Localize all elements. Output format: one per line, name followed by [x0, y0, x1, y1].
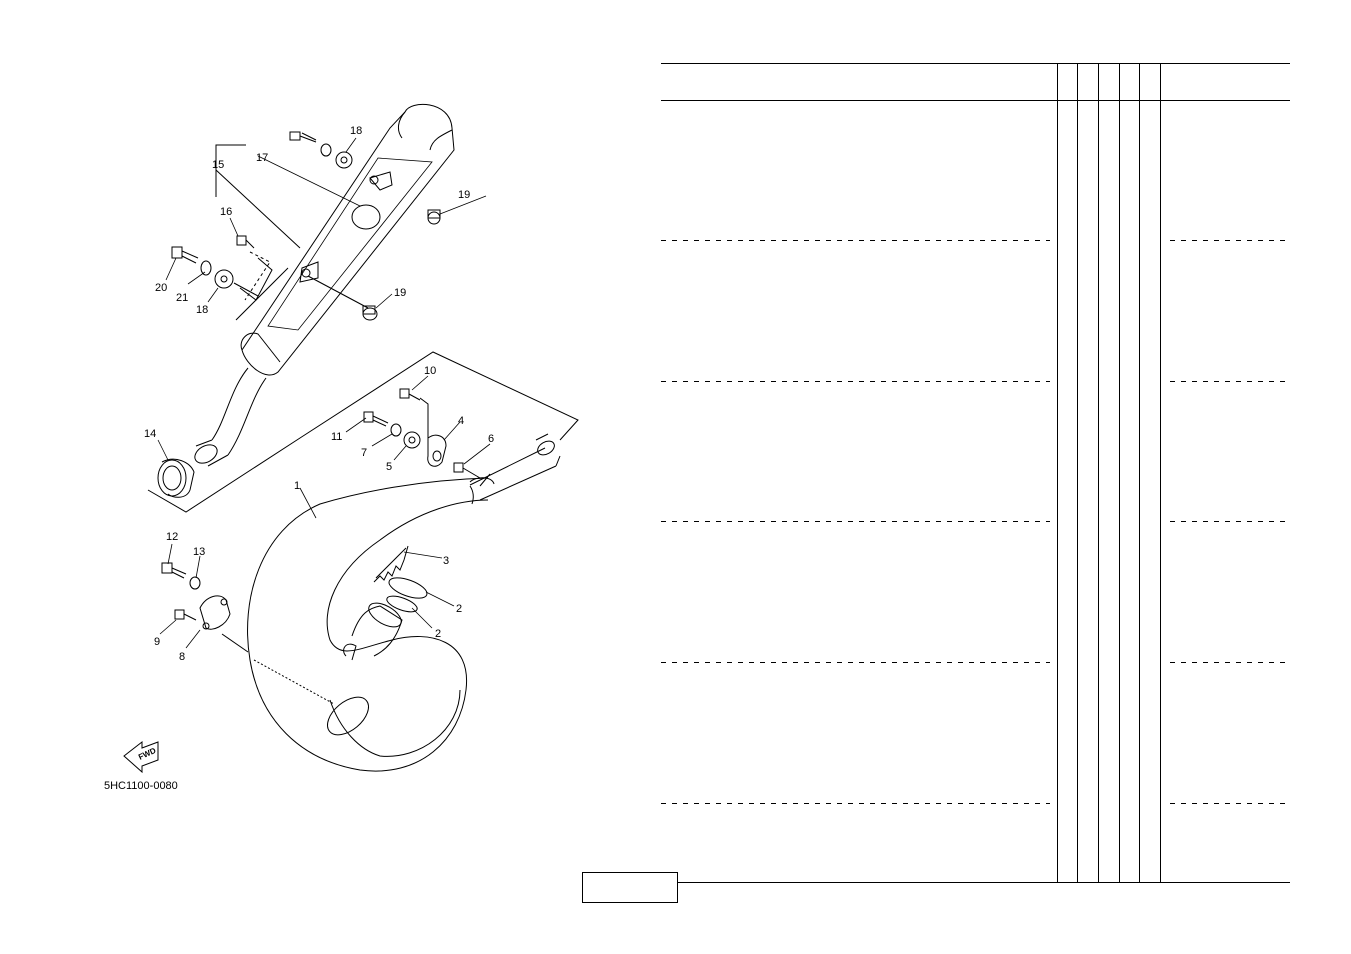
bolt-10: [399, 388, 421, 401]
spring-3: [373, 545, 409, 583]
bolt-20: [171, 246, 199, 264]
callout-4: 4: [458, 415, 464, 427]
callout-1: 1: [294, 480, 300, 492]
callout-21: 21: [176, 292, 188, 304]
grommet-18-left: [214, 269, 234, 289]
callout-16: 16: [220, 206, 232, 218]
exploded-parts-diagram: FWD 18 15 17 19 16 20 21 18 19 10 4 11 1…: [0, 0, 640, 954]
callout-7: 7: [361, 447, 367, 459]
washer-7: [390, 423, 402, 437]
silencer-assembly: [194, 103, 455, 467]
callout-15: 15: [212, 159, 224, 171]
bolt-12: [161, 562, 187, 579]
callout-5: 5: [386, 461, 392, 473]
callout-14: 14: [144, 428, 156, 440]
callout-9: 9: [154, 636, 160, 648]
callout-10: 10: [424, 365, 436, 377]
row-dividers: [661, 240, 1290, 804]
callout-2a: 2: [456, 603, 462, 615]
washer-21: [200, 260, 212, 276]
gasket-2b: [386, 595, 418, 613]
bolt-top: [289, 131, 353, 169]
fwd-label: FWD: [137, 746, 158, 762]
collar-19-lower: [362, 305, 378, 321]
collar-19-top: [427, 209, 441, 225]
callout-19-lower: 19: [394, 287, 406, 299]
callout-13: 13: [193, 546, 205, 558]
leader-lines: [157, 137, 491, 649]
callout-8: 8: [179, 651, 185, 663]
bracket-15: [215, 144, 246, 197]
callout-18-left: 18: [196, 304, 208, 316]
collar-6: [453, 462, 481, 479]
callout-2b: 2: [435, 628, 441, 640]
bracket-4: [427, 434, 447, 467]
callout-19-top: 19: [458, 189, 470, 201]
bolt-11: [363, 411, 389, 427]
callout-3: 3: [443, 555, 449, 567]
exhaust-pipe-1: [247, 433, 561, 772]
callout-6: 6: [488, 433, 494, 445]
exhaust-diagram-svg: FWD 18 15 17 19 16 20 21 18 19 10 4 11 1…: [104, 103, 579, 792]
fwd-arrow-icon: [123, 740, 159, 774]
gasket-2a: [388, 577, 428, 599]
callout-20: 20: [155, 282, 167, 294]
page-number-box: [582, 872, 678, 903]
washer-13: [189, 576, 201, 590]
diagram-code: 5HC1100-0080: [104, 780, 178, 792]
grommet-5: [403, 431, 421, 449]
callout-18-top: 18: [350, 125, 362, 137]
callout-17: 17: [256, 152, 268, 164]
callout-11: 11: [331, 431, 342, 443]
seal-14: [157, 458, 195, 498]
flange-8: [199, 595, 231, 630]
bolt-9: [174, 609, 197, 621]
bolt-16: [236, 235, 255, 249]
callout-12: 12: [166, 531, 178, 543]
